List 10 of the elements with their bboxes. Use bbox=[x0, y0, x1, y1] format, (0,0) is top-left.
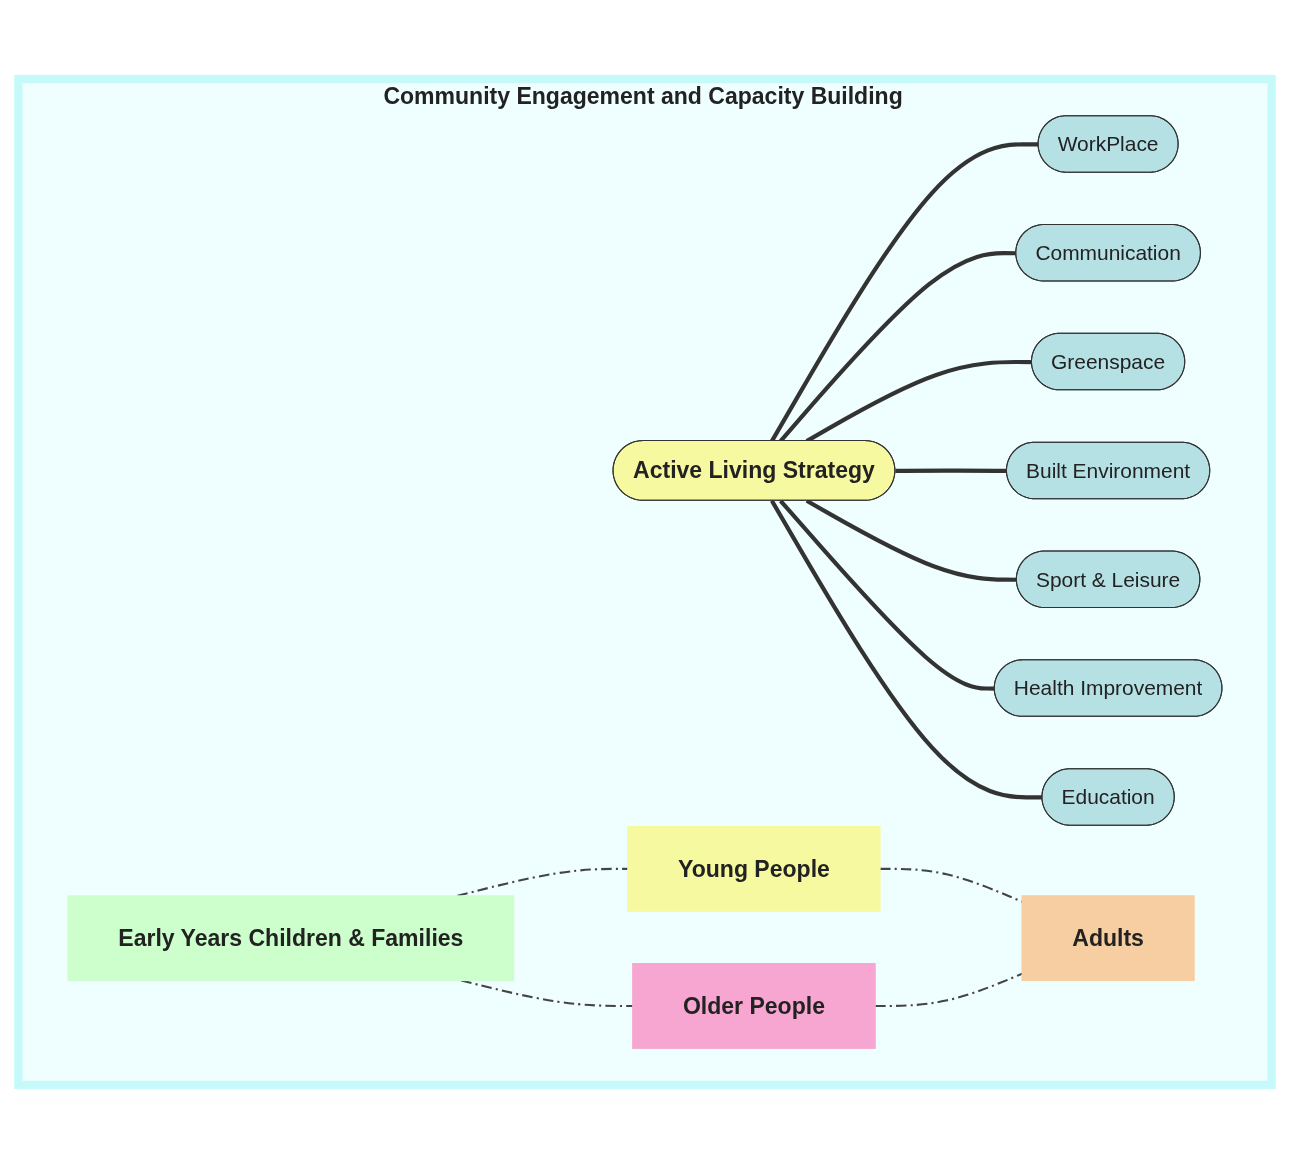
connector bbox=[875, 972, 1023, 1007]
connector bbox=[457, 867, 628, 897]
connector bbox=[895, 468, 1007, 474]
connector bbox=[770, 499, 1043, 800]
connector bbox=[461, 979, 633, 1007]
node-box: Young People bbox=[627, 825, 881, 912]
connector bbox=[779, 499, 995, 691]
node-box: Early Years Children & Families bbox=[67, 895, 515, 982]
node-box: Adults bbox=[1021, 895, 1195, 982]
node-box: Older People bbox=[632, 963, 876, 1049]
